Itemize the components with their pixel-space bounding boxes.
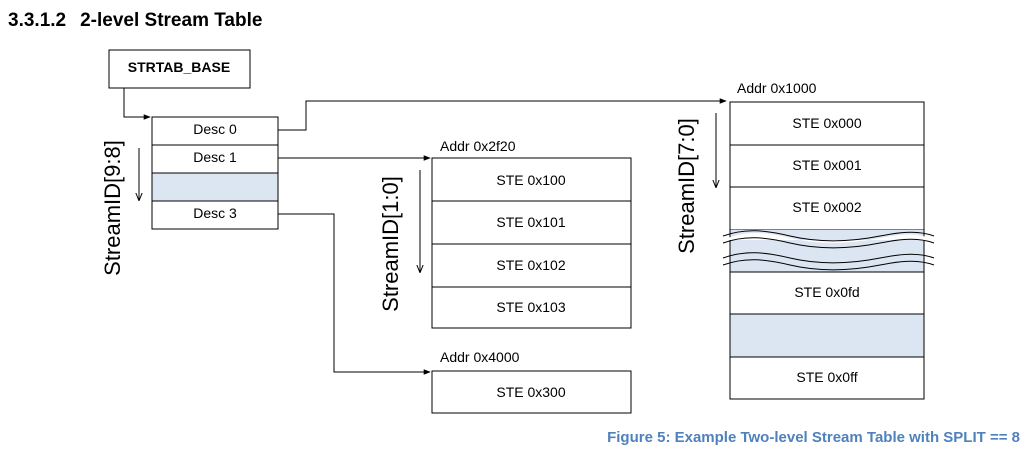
table-2f20-addr: Addr 0x2f20 (440, 138, 516, 154)
base-to-level1-arrow (123, 88, 151, 120)
figure-caption: Figure 5: Example Two-level Stream Table… (607, 429, 1020, 446)
level1-index-label: StreamID[9:8] (100, 140, 125, 276)
ste-row (431, 243, 632, 288)
strtab-base-box: STRTAB_BASE (108, 49, 251, 89)
desc-0-label: Desc 0 (193, 121, 237, 137)
ste-0x002-label: STE 0x002 (792, 199, 861, 215)
ste-row (431, 157, 632, 202)
ste-0x0ff-label: STE 0x0ff (796, 369, 857, 385)
table-1000: STE 0x000 STE 0x001 STE 0x002 STE 0x0fd … (722, 101, 935, 400)
ste-0x101-label: STE 0x101 (496, 214, 565, 230)
ste-0x300-label: STE 0x300 (496, 384, 565, 400)
ste-row (729, 356, 925, 400)
ste-row (729, 186, 925, 231)
ste-0x001-label: STE 0x001 (792, 157, 861, 173)
table-1000-addr: Addr 0x1000 (737, 80, 817, 96)
ste-0x000-label: STE 0x000 (792, 115, 861, 131)
level1-table: Desc 0 Desc 1 Desc 3 (151, 116, 279, 230)
ste-row-shaded (729, 313, 925, 358)
table-4000-addr: Addr 0x4000 (440, 349, 520, 365)
desc0-to-table-1000-arrow (278, 98, 727, 131)
ste-row (729, 101, 925, 146)
level1-row (151, 200, 279, 230)
ste-0x100-label: STE 0x100 (496, 172, 565, 188)
section-title: 2-level Stream Table (80, 10, 263, 31)
table-2f20: STE 0x100 STE 0x101 STE 0x102 STE 0x103 (431, 157, 632, 329)
desc-3-label: Desc 3 (193, 205, 237, 221)
table-2f20-index-label: StreamID[1:0] (378, 176, 403, 312)
ste-row (729, 144, 925, 188)
section-heading: 3.3.1.2 2-level Stream Table (8, 10, 262, 32)
ste-row (431, 286, 632, 329)
level1-row-shaded (151, 172, 279, 202)
desc-1-label: Desc 1 (193, 149, 237, 165)
table-break-mark (722, 230, 935, 271)
ste-row (431, 200, 632, 245)
ste-row (431, 370, 632, 414)
ste-row (729, 271, 925, 315)
section-number: 3.3.1.2 (8, 10, 67, 31)
ste-0x102-label: STE 0x102 (496, 257, 565, 273)
desc3-to-table-4000-arrow (278, 213, 431, 375)
level1-row (151, 116, 279, 146)
level1-row (151, 144, 279, 174)
ste-0x0fd-label: STE 0x0fd (794, 284, 859, 300)
table-4000: STE 0x300 (431, 370, 632, 414)
table-1000-index-label: StreamID[7:0] (674, 118, 699, 254)
ste-0x103-label: STE 0x103 (496, 299, 565, 315)
strtab-base-label: STRTAB_BASE (128, 59, 230, 75)
